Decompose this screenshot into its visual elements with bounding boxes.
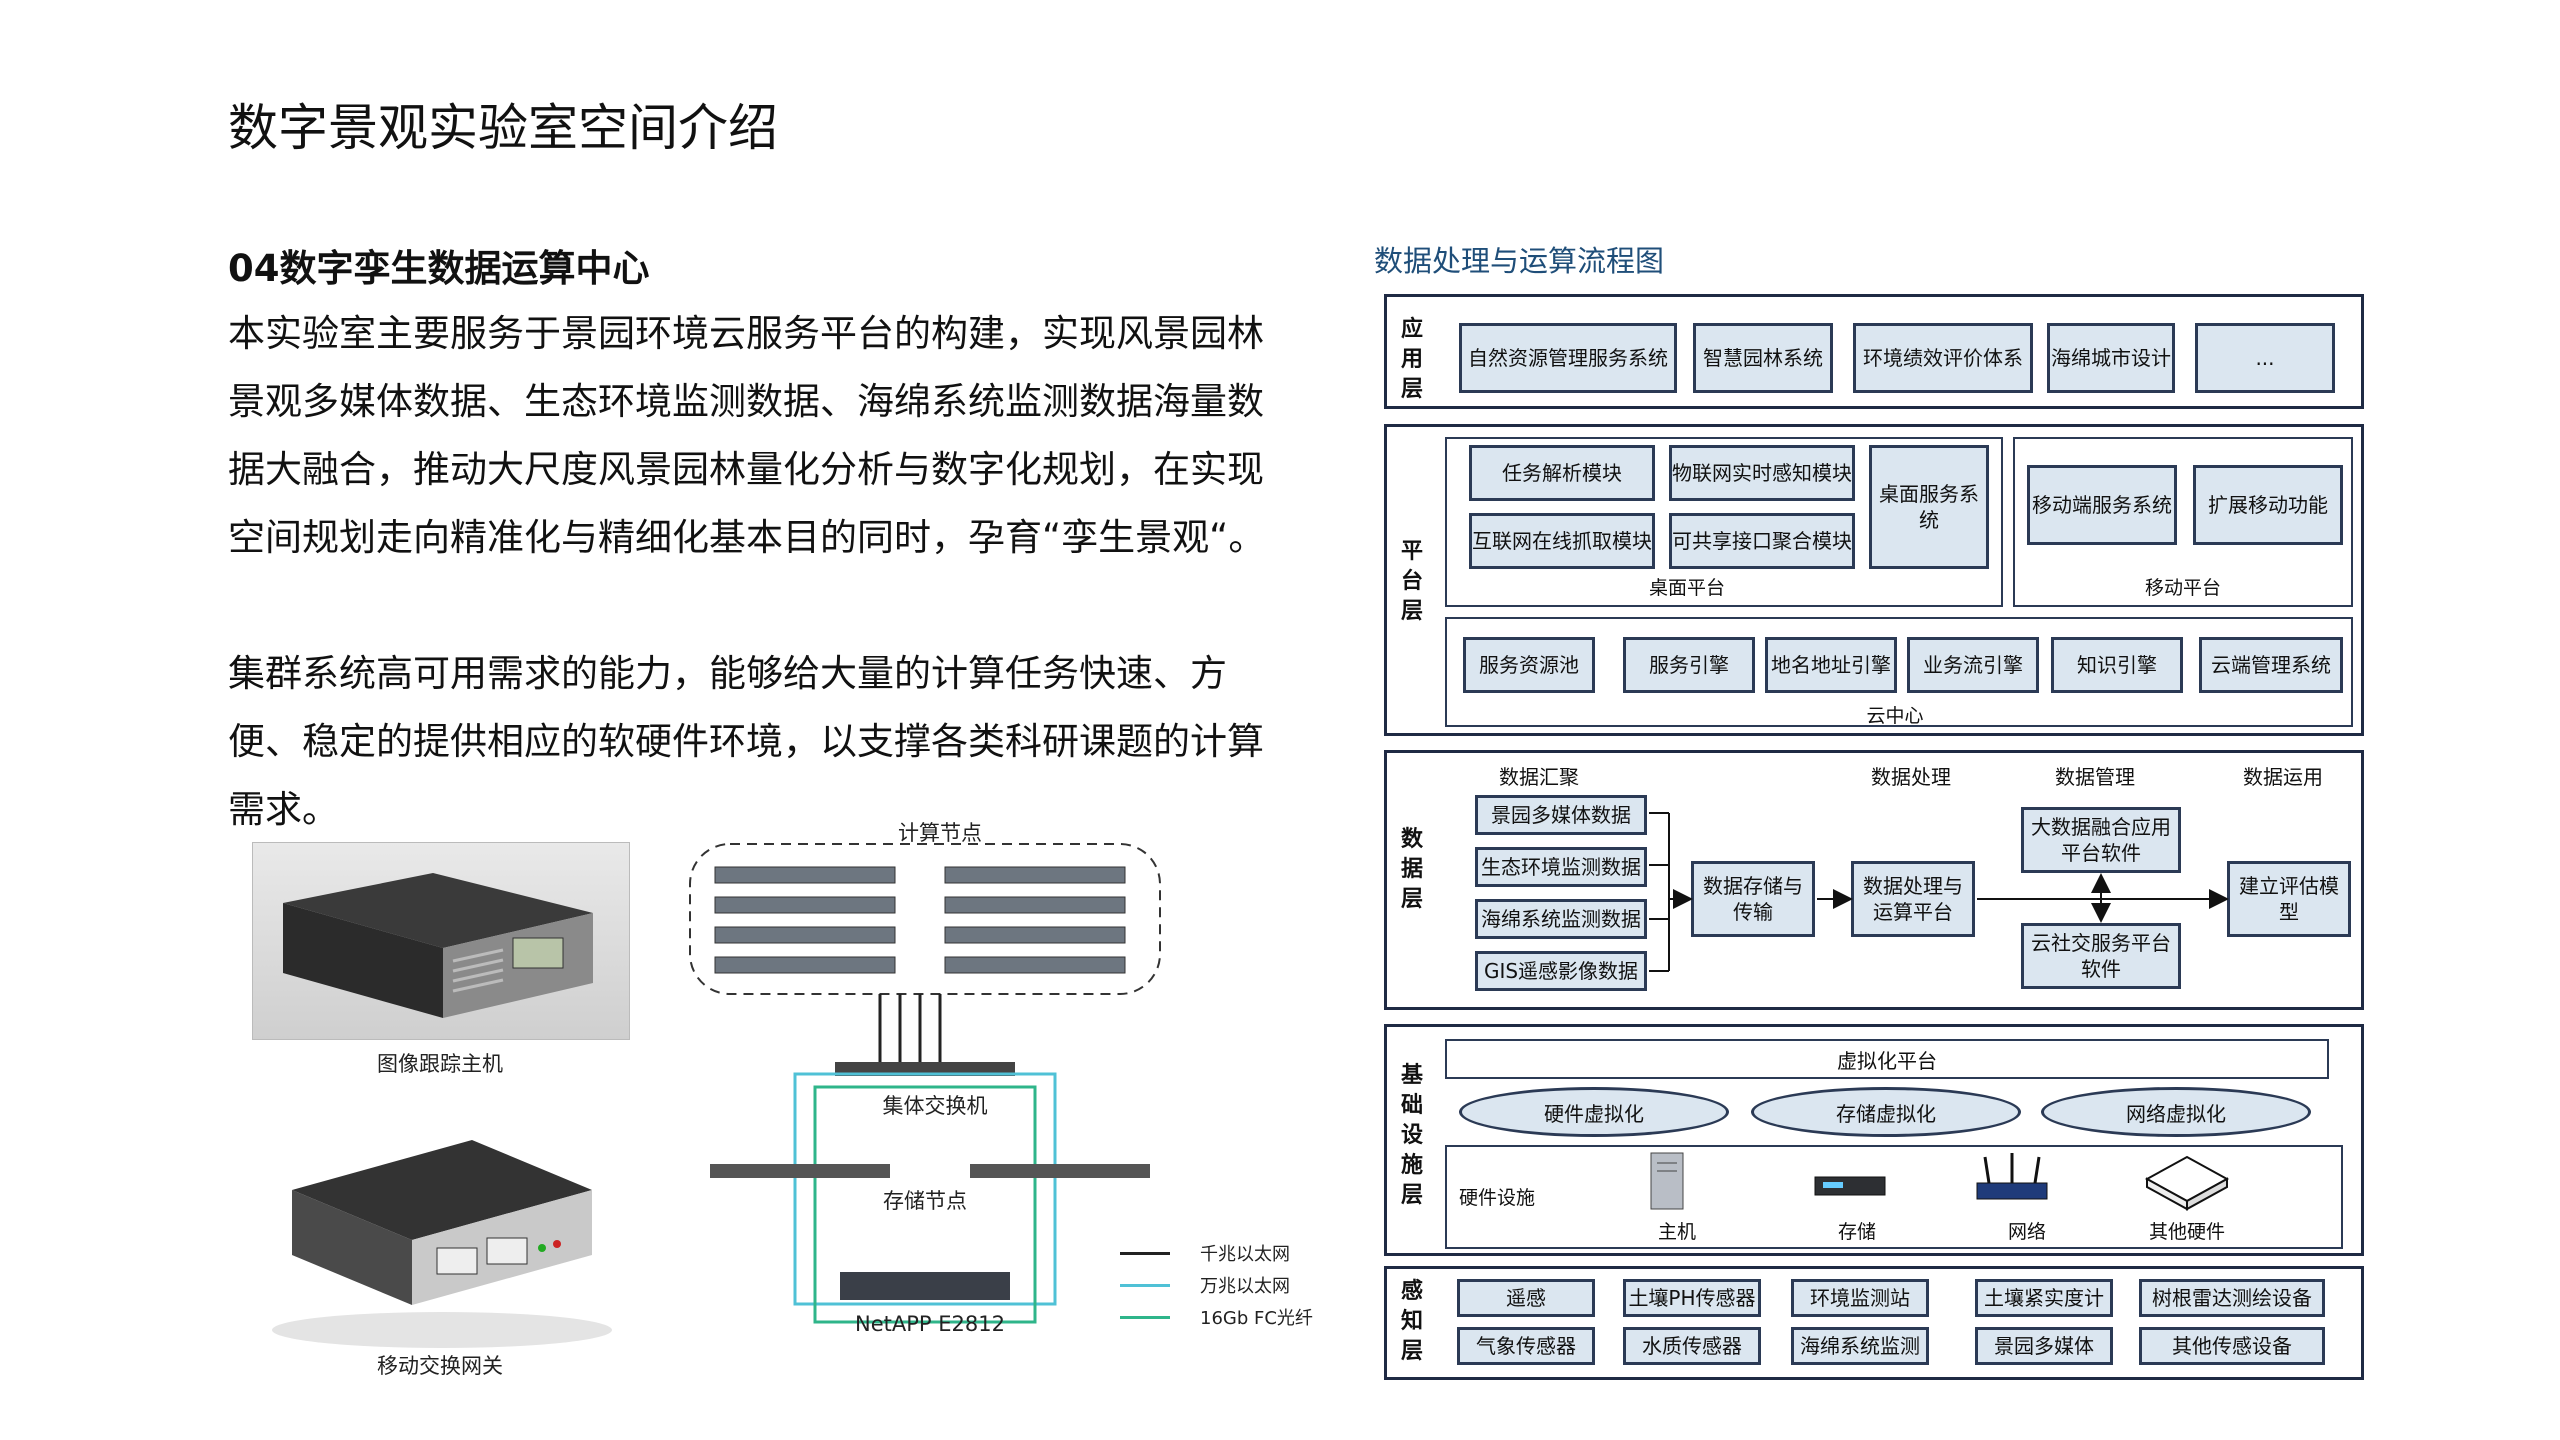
compute-nodes-label: 计算节点 xyxy=(898,821,982,845)
legend-swatch-fc xyxy=(1120,1316,1170,1319)
cloud-module: 知识引擎 xyxy=(2051,637,2183,693)
desktop-module: 物联网实时感知模块 xyxy=(1669,445,1855,501)
col-head-management: 数据管理 xyxy=(2055,765,2135,789)
hardware-icons xyxy=(1650,1152,2230,1211)
cloud-module: 服务资源池 xyxy=(1463,637,1595,693)
infrastructure-layer-label: 基础设施层 xyxy=(1400,1063,1423,1208)
platform-layer: 平台层 任务解析模块 物联网实时感知模块 互联网在线抓取模块 可共享接口聚合模块… xyxy=(1384,424,2364,736)
app-item: 自然资源管理服务系统 xyxy=(1459,323,1677,393)
other-hardware-icon xyxy=(2144,1155,2230,1211)
network-topology xyxy=(680,812,1330,1352)
host-photo-caption: 图像跟踪主机 xyxy=(377,1052,503,1076)
cloud-module: 业务流引擎 xyxy=(1907,637,2039,693)
data-layer: 数据层 数据汇聚 数据处理 数据管理 数据运用 景园多媒体数据 生态环境监测数据… xyxy=(1384,750,2364,1010)
data-source: 海绵系统监测数据 xyxy=(1475,899,1647,939)
mobile-platform-frame xyxy=(2013,437,2353,607)
hardware-host-label: 主机 xyxy=(1657,1221,1696,1243)
desktop-module: 任务解析模块 xyxy=(1469,445,1655,501)
sensor-item: 气象传感器 xyxy=(1457,1327,1595,1365)
hardware-storage-label: 存储 xyxy=(1837,1221,1876,1243)
application-layer-label: 应用层 xyxy=(1400,317,1423,402)
storage-virtualization: 存储虚拟化 xyxy=(1751,1087,2021,1137)
mobile-gateway-photo xyxy=(252,1130,628,1356)
big-data-fusion-software: 大数据融合应用平台软件 xyxy=(2021,807,2181,873)
sensor-item: 其他传感设备 xyxy=(2139,1327,2325,1365)
router-icon xyxy=(1976,1153,2048,1200)
data-layer-label: 数据层 xyxy=(1400,827,1423,912)
application-layer: 应用层 自然资源管理服务系统 智慧园林系统 环境绩效评价体系 海绵城市设计 ..… xyxy=(1384,294,2364,409)
desktop-platform-frame xyxy=(1445,437,2003,607)
col-head-processing: 数据处理 xyxy=(1871,765,1951,789)
sensor-item: 土壤紧实度计 xyxy=(1975,1279,2113,1317)
network-topology-drawing xyxy=(689,843,1161,1324)
legend-swatch-gigabit xyxy=(1120,1252,1170,1255)
app-item: ... xyxy=(2195,323,2335,393)
desktop-platform-label: 桌面平台 xyxy=(1648,577,1725,599)
sensor-item: 树根雷达测绘设备 xyxy=(2139,1279,2325,1317)
gateway-device-illustration xyxy=(272,1140,612,1348)
desktop-module: 互联网在线抓取模块 xyxy=(1469,513,1655,569)
app-item: 环境绩效评价体系 xyxy=(1853,323,2033,393)
desktop-module: 可共享接口聚合模块 xyxy=(1669,513,1855,569)
server-icon xyxy=(1650,1152,1684,1210)
hardware-other-label: 其他硬件 xyxy=(2148,1221,2225,1243)
storage-nodes-label: 存储节点 xyxy=(883,1189,967,1213)
legend-fc: 16Gb FC光纤 xyxy=(1200,1308,1313,1329)
section-subtitle: 04数字孪生数据运算中心 xyxy=(228,247,650,290)
infrastructure-layer: 基础设施层 虚拟化平台 硬件虚拟化 存储虚拟化 网络虚拟化 硬件设施 主机 存储… xyxy=(1384,1024,2364,1256)
network-virtualization: 网络虚拟化 xyxy=(2041,1087,2311,1137)
cloud-center-frame xyxy=(1445,617,2353,727)
hardware-facilities-label: 硬件设施 xyxy=(1459,1187,1536,1209)
cloud-module: 地名地址引擎 xyxy=(1765,637,1897,693)
storage-icon xyxy=(1814,1176,1886,1196)
page-title: 数字景观实验室空间介绍 xyxy=(228,99,778,157)
platform-layer-label: 平台层 xyxy=(1400,539,1423,624)
hardware-virtualization: 硬件虚拟化 xyxy=(1459,1087,1729,1137)
sensor-item: 环境监测站 xyxy=(1791,1279,1929,1317)
intro-paragraph: 本实验室主要服务于景园环境云服务平台的构建，实现风景园林景观多媒体数据、生态环境… xyxy=(228,312,1266,559)
hardware-network-label: 网络 xyxy=(2007,1221,2046,1243)
data-source: 生态环境监测数据 xyxy=(1475,847,1647,887)
data-processing-platform: 数据处理与运算平台 xyxy=(1851,861,1975,937)
sensor-item: 海绵系统监测 xyxy=(1791,1327,1929,1365)
host-device-illustration xyxy=(283,873,593,1018)
switch-label: 集体交换机 xyxy=(882,1094,988,1118)
sensor-item: 景园多媒体 xyxy=(1975,1327,2113,1365)
app-item: 海绵城市设计 xyxy=(2047,323,2175,393)
image-tracking-host-photo xyxy=(252,842,630,1040)
mobile-module: 扩展移动功能 xyxy=(2193,465,2343,545)
cloud-social-software: 云社交服务平台软件 xyxy=(2021,923,2181,989)
sensing-layer-label: 感知层 xyxy=(1400,1279,1423,1364)
col-head-application: 数据运用 xyxy=(2243,765,2323,789)
legend-gigabit: 千兆以太网 xyxy=(1200,1244,1290,1265)
gateway-photo-caption: 移动交换网关 xyxy=(377,1354,503,1378)
desktop-module: 桌面服务系统 xyxy=(1869,445,1989,569)
data-source: GIS遥感影像数据 xyxy=(1475,951,1647,991)
cluster-paragraph: 集群系统高可用需求的能力，能够给大量的计算任务快速、方便、稳定的提供相应的软硬件… xyxy=(228,652,1264,831)
sensor-item: 水质传感器 xyxy=(1623,1327,1761,1365)
legend-tengig: 万兆以太网 xyxy=(1200,1276,1290,1297)
evaluation-model: 建立评估模型 xyxy=(2227,861,2351,937)
sensing-layer: 感知层 遥感 土壤PH传感器 环境监测站 土壤紧实度计 树根雷达测绘设备 气象传… xyxy=(1384,1266,2364,1380)
hardware-facilities-frame xyxy=(1445,1145,2343,1249)
netapp-label: NetAPP E2812 xyxy=(855,1312,1005,1336)
legend-swatch-tengig xyxy=(1120,1284,1170,1287)
virtualization-platform: 虚拟化平台 xyxy=(1445,1039,2329,1079)
data-storage-transfer: 数据存储与传输 xyxy=(1691,861,1815,937)
app-item: 智慧园林系统 xyxy=(1693,323,1833,393)
col-head-aggregation: 数据汇聚 xyxy=(1499,765,1579,789)
data-flow-arrows xyxy=(1649,812,2229,972)
diagram-title: 数据处理与运算流程图 xyxy=(1374,244,1665,278)
mobile-platform-label: 移动平台 xyxy=(2144,577,2221,599)
sensor-item: 土壤PH传感器 xyxy=(1623,1279,1761,1317)
network-legend: 千兆以太网 万兆以太网 16Gb FC光纤 xyxy=(1120,1238,1350,1329)
data-source: 景园多媒体数据 xyxy=(1475,795,1647,835)
cloud-center-label: 云中心 xyxy=(1866,705,1924,727)
sensor-item: 遥感 xyxy=(1457,1279,1595,1317)
mobile-module: 移动端服务系统 xyxy=(2027,465,2177,545)
cloud-module: 云端管理系统 xyxy=(2199,637,2343,693)
cloud-module: 服务引擎 xyxy=(1623,637,1755,693)
